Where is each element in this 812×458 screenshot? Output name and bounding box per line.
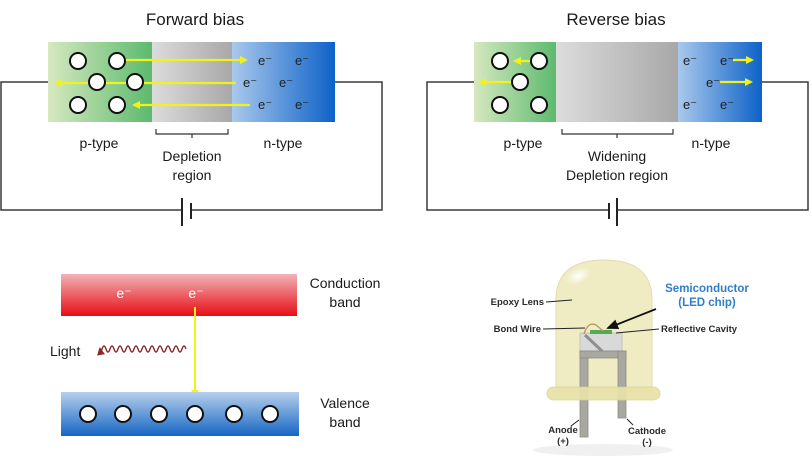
hole-icon [126, 73, 144, 91]
reverse-holes [491, 52, 548, 114]
reverse-depletion-bracket [561, 129, 674, 138]
hole-icon [108, 96, 126, 114]
conduction-band-label-line2: band [329, 294, 360, 310]
hole-icon [530, 96, 548, 114]
light-wave-icon [97, 345, 187, 356]
forward-depletion-label-line1: Depletion [162, 148, 221, 164]
valence-band-label-line2: band [329, 414, 360, 430]
reverse-n-type-label: n-type [692, 135, 731, 151]
forward-p-type-label: p-type [80, 135, 119, 151]
hole-icon [69, 52, 87, 70]
forward-n-type-region [232, 42, 335, 122]
hole-icon [150, 405, 168, 423]
hole-icon [491, 52, 509, 70]
hole-icon [79, 405, 97, 423]
anode-label-line1: Anode [548, 425, 578, 436]
electron-label: e⁻ [683, 53, 697, 68]
forward-bias-panel: Forward bias e⁻ e⁻ e⁻ [0, 10, 383, 226]
forward-depletion-bracket [155, 129, 229, 138]
valence-band [61, 392, 299, 436]
electron-label: e⁻ [279, 75, 293, 90]
forward-electrons: e⁻ e⁻ e⁻ e⁻ e⁻ e⁻ [243, 53, 309, 112]
reverse-bias-title: Reverse bias [566, 10, 665, 29]
bond-wire [583, 323, 604, 335]
hole-icon [88, 73, 106, 91]
anode-label-line2: (+) [557, 436, 569, 447]
lens-flange [546, 386, 661, 401]
hole-icon [186, 405, 204, 423]
hole-icon [69, 96, 87, 114]
epoxy-lens-label: Epoxy Lens [491, 297, 544, 308]
electron-label: e⁻ [720, 97, 734, 112]
valence-band-label-line1: Valence [320, 395, 370, 411]
electron-label: e⁻ [295, 97, 309, 112]
hole-icon [114, 405, 132, 423]
forward-battery-icon [181, 198, 192, 226]
forward-arrows [54, 56, 250, 109]
reverse-electrons: e⁻ e⁻ e⁻ e⁻ e⁻ [683, 53, 734, 112]
conduction-electron-label: e⁻ [188, 285, 203, 301]
hole-icon [225, 405, 243, 423]
light-label: Light [50, 343, 80, 359]
valence-holes [79, 405, 279, 423]
forward-n-type-label: n-type [264, 135, 303, 151]
reflective-cavity-label: Reflective Cavity [661, 324, 738, 335]
reverse-depletion-label-line2: Depletion region [566, 167, 668, 183]
semiconductor-pointer-arrow [606, 308, 657, 329]
reverse-p-type-label: p-type [504, 135, 543, 151]
band-diagram-panel: e⁻ e⁻ Conduction band Light Valence band [50, 274, 380, 436]
electron-label: e⁻ [295, 53, 309, 68]
conduction-band-label-line1: Conduction [310, 275, 381, 291]
forward-holes [69, 52, 144, 114]
reverse-depletion-label-line1: Widening [588, 148, 646, 164]
forward-bias-title: Forward bias [146, 10, 244, 29]
hole-icon [491, 96, 509, 114]
cathode-label-line2: (-) [642, 437, 652, 448]
forward-depletion-label-line2: region [173, 167, 212, 183]
forward-circuit-wire [0, 81, 383, 211]
cathode-label-line1: Cathode [628, 426, 666, 437]
conduction-electron-label: e⁻ [116, 285, 131, 301]
led-chip [590, 330, 612, 334]
bond-wire-label: Bond Wire [494, 324, 541, 335]
electron-label: e⁻ [258, 97, 272, 112]
reverse-circuit-wire [426, 81, 809, 211]
semiconductor-label-line2: (LED chip) [678, 297, 736, 309]
electron-label: e⁻ [706, 75, 720, 90]
bond-wire-post [583, 333, 605, 354]
hole-icon [511, 73, 529, 91]
reverse-arrows [478, 56, 754, 86]
electron-label: e⁻ [258, 53, 272, 68]
reverse-depletion-region [556, 42, 678, 122]
electron-label: e⁻ [243, 75, 257, 90]
reverse-bias-panel: Reverse bias e⁻ e⁻ e⁻ [426, 10, 809, 226]
led-callout-lines [542, 299, 660, 427]
hole-icon [530, 52, 548, 70]
hole-icon [261, 405, 279, 423]
lens-highlight [564, 266, 592, 286]
electron-label: e⁻ [683, 97, 697, 112]
conduction-band [61, 274, 297, 316]
reverse-battery-icon [608, 198, 618, 226]
led-structure-panel: Epoxy Lens Bond Wire Semiconductor (LED … [491, 259, 749, 456]
semiconductor-label-line1: Semiconductor [665, 283, 749, 295]
led-shadow [533, 444, 673, 456]
hole-icon [108, 52, 126, 70]
cathode-lead [617, 350, 627, 419]
electron-label: e⁻ [720, 53, 734, 68]
